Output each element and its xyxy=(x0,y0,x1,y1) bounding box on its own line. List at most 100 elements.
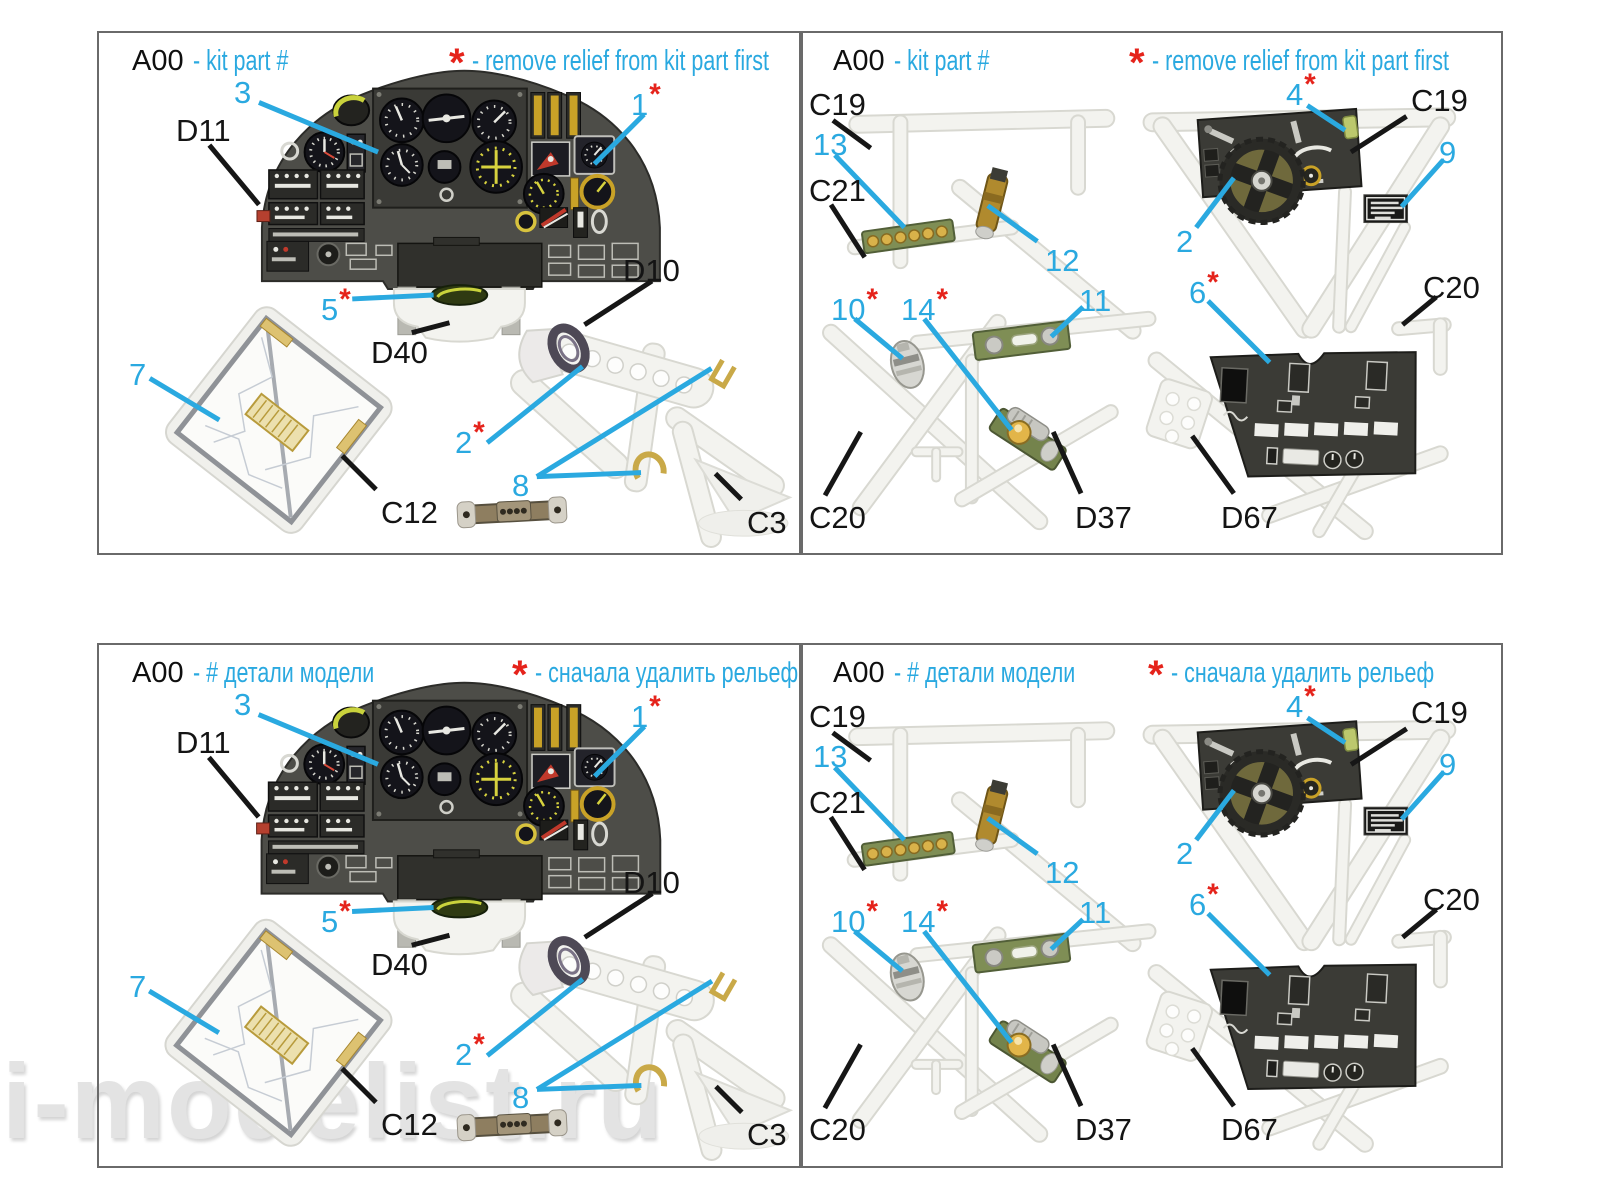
asterisk-icon: * xyxy=(866,282,878,316)
asterisk-desc: - remove relief from kit part first xyxy=(1151,45,1449,77)
panel-bottom-left-ru: A00- # детали модели *- сначала удалить … xyxy=(97,643,801,1168)
callout-text: 6 xyxy=(1189,887,1207,922)
callout-text: D67 xyxy=(1221,500,1278,535)
callout-C19-top-right: C19 xyxy=(1411,85,1468,116)
asterisk-icon: * xyxy=(339,282,351,316)
asterisk-icon: * xyxy=(936,282,948,316)
callout-C19-top-left: C19 xyxy=(809,89,866,120)
callout-text: 3 xyxy=(234,687,252,722)
callout-text: 14 xyxy=(901,292,936,327)
callout-text: 8 xyxy=(512,468,530,503)
callout-text: C19 xyxy=(809,699,866,734)
callout-C21: C21 xyxy=(809,787,866,818)
callout-text: D37 xyxy=(1075,500,1132,535)
callout-3: 3 xyxy=(234,77,251,108)
callout-4-star: 4* xyxy=(1286,682,1316,724)
legend-part-code: A00- kit part # xyxy=(833,45,1023,78)
callout-D40: D40 xyxy=(371,337,428,368)
callout-2: 2 xyxy=(1176,838,1193,869)
callout-14-star: 14* xyxy=(901,285,948,327)
asterisk-icon: * xyxy=(866,894,878,928)
callout-text: 8 xyxy=(512,1080,530,1115)
callout-C3: C3 xyxy=(747,1119,787,1150)
callout-text: 11 xyxy=(1079,895,1112,930)
callout-8: 8 xyxy=(512,470,529,501)
callout-text: D11 xyxy=(176,113,231,148)
asterisk-icon: * xyxy=(1304,679,1316,713)
callout-C20-bottom-left: C20 xyxy=(809,1114,866,1145)
callout-2-star: 2* xyxy=(455,1030,485,1072)
legend-asterisk: *- remove relief from kit part first xyxy=(449,41,769,85)
part-code: A00 xyxy=(833,657,885,689)
callout-D10: D10 xyxy=(623,867,680,898)
legend-part-code: A00- kit part # xyxy=(132,45,322,78)
callout-D37: D37 xyxy=(1075,502,1132,533)
callout-text: C12 xyxy=(381,1107,438,1142)
panel-top-right-en: A00- kit part # *- remove relief from ki… xyxy=(801,31,1503,555)
callout-text: 4 xyxy=(1286,689,1304,724)
callout-text: 10 xyxy=(831,292,866,327)
callout-8: 8 xyxy=(512,1082,529,1113)
callout-13: 13 xyxy=(813,741,847,772)
callout-text: 2 xyxy=(455,1037,473,1072)
callout-11: 11 xyxy=(1079,285,1111,316)
callout-text: D37 xyxy=(1075,1112,1132,1147)
asterisk-icon: * xyxy=(649,689,661,723)
callout-9: 9 xyxy=(1439,137,1456,168)
callout-text: D40 xyxy=(371,335,428,370)
callout-text: 7 xyxy=(129,969,147,1004)
callout-text: 5 xyxy=(321,292,339,327)
callout-4-star: 4* xyxy=(1286,70,1316,112)
part-code: A00 xyxy=(132,45,184,77)
callout-D10: D10 xyxy=(623,255,680,286)
callout-text: D67 xyxy=(1221,1112,1278,1147)
part-code: A00 xyxy=(132,657,184,689)
asterisk-desc: - remove relief from kit part first xyxy=(471,45,769,77)
callout-text: 5 xyxy=(321,904,339,939)
callout-text: C21 xyxy=(809,173,866,208)
callout-text: 7 xyxy=(129,357,147,392)
callout-C21: C21 xyxy=(809,175,866,206)
part-code-desc: - kit part # xyxy=(192,45,289,77)
asterisk-icon: * xyxy=(936,894,948,928)
callout-text: 2 xyxy=(1176,224,1194,259)
callout-D67: D67 xyxy=(1221,502,1278,533)
panel-bottom-right-ru: A00- # детали модели *- сначала удалить … xyxy=(801,643,1503,1168)
legend-asterisk: *- сначала удалить рельеф xyxy=(512,653,798,697)
callout-5-star: 5* xyxy=(321,285,351,327)
part-code-desc: - # детали модели xyxy=(192,657,374,689)
asterisk-icon: * xyxy=(1304,67,1316,101)
callout-12: 12 xyxy=(1045,245,1079,276)
callout-text: 12 xyxy=(1045,243,1080,278)
callout-1-star: 1* xyxy=(631,80,661,120)
callout-text: 2 xyxy=(455,425,473,460)
callout-5-star: 5* xyxy=(321,897,351,939)
callout-text: 1 xyxy=(631,699,649,734)
legend-asterisk: *- сначала удалить рельеф xyxy=(1148,653,1434,697)
callout-text: 6 xyxy=(1189,275,1207,310)
callout-D67: D67 xyxy=(1221,1114,1278,1145)
callout-C20-top-right: C20 xyxy=(1423,884,1480,915)
callout-7: 7 xyxy=(129,971,146,1002)
callout-text: 4 xyxy=(1286,77,1304,112)
callout-text: C20 xyxy=(809,1112,866,1147)
callout-9: 9 xyxy=(1439,749,1456,780)
callout-text: 12 xyxy=(1045,855,1080,890)
part-code-desc: - kit part # xyxy=(893,45,990,77)
callout-C20-top-right: C20 xyxy=(1423,272,1480,303)
callout-text: 11 xyxy=(1079,283,1112,318)
callout-text: 10 xyxy=(831,904,866,939)
callout-2: 2 xyxy=(1176,226,1193,257)
callout-6-star: 6* xyxy=(1189,268,1219,310)
callout-10-star: 10* xyxy=(831,285,878,327)
callout-text: C19 xyxy=(1411,695,1468,730)
callout-C19-top-right: C19 xyxy=(1411,697,1468,728)
callout-C12: C12 xyxy=(381,497,438,528)
part-code: A00 xyxy=(833,45,885,77)
asterisk-desc: - сначала удалить рельеф xyxy=(534,657,798,689)
callout-text: 13 xyxy=(813,739,848,774)
callout-C12: C12 xyxy=(381,1109,438,1140)
callout-text: D40 xyxy=(371,947,428,982)
callout-text: 13 xyxy=(813,127,848,162)
callout-text: C19 xyxy=(1411,83,1468,118)
